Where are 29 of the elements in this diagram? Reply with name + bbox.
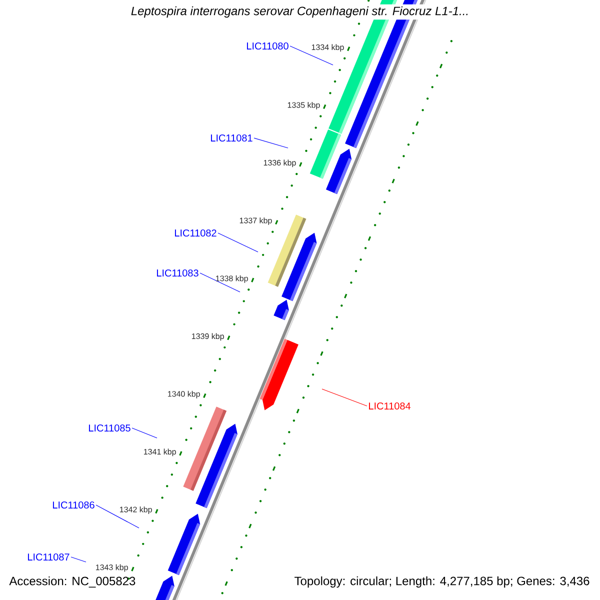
leader-line bbox=[322, 388, 368, 406]
leader-line bbox=[96, 504, 140, 528]
leader-line bbox=[200, 272, 240, 292]
topology-text: Topology: circular; Length: 4,277,185 bp; Genes: 3,436 bbox=[294, 576, 590, 588]
leader-line bbox=[70, 556, 86, 562]
leader-line bbox=[132, 428, 158, 438]
leader-line bbox=[218, 232, 258, 252]
tick-label: 1335 kbp bbox=[288, 102, 320, 110]
tick-label: 1340 kbp bbox=[168, 390, 200, 398]
tick-label: 1339 kbp bbox=[192, 333, 224, 341]
tick-label: 1338 kbp bbox=[216, 275, 248, 283]
tick-label: 1343 kbp bbox=[96, 564, 128, 572]
gene-label: LIC11086 bbox=[53, 501, 94, 509]
tick-label: 1342 kbp bbox=[120, 506, 152, 514]
gene-label: LIC11082 bbox=[175, 229, 216, 237]
leader-line bbox=[254, 138, 288, 148]
gene-label: LIC11083 bbox=[157, 269, 198, 277]
leader-line bbox=[290, 46, 334, 66]
title: Leptospira interrogans serovar Copenhageni str. Fiocruz L1-1... bbox=[128, 4, 472, 20]
tick-label: 1341 kbp bbox=[144, 448, 176, 456]
tick-label: 1334 kbp bbox=[312, 44, 344, 52]
tick-label: 1336 kbp bbox=[264, 160, 296, 168]
gene-label: LIC11085 bbox=[89, 424, 130, 432]
gene-label: LIC11081 bbox=[211, 134, 252, 142]
tick-label: 1337 kbp bbox=[240, 217, 272, 225]
gene-label: LIC11087 bbox=[28, 553, 70, 561]
gene-label: LIC11080 bbox=[247, 42, 288, 50]
gene-label: LIC11084 bbox=[369, 402, 411, 410]
accession-text: Accession: NC_005823 bbox=[9, 576, 136, 588]
